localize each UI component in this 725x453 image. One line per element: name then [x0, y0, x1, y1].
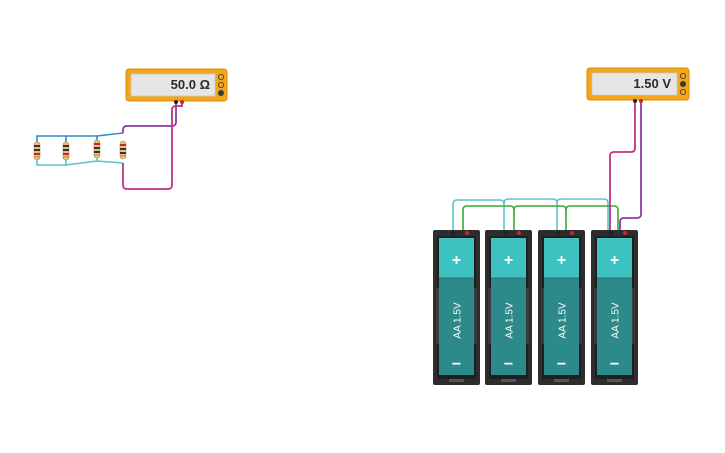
resistor[interactable] — [119, 140, 127, 160]
meter-reading: 1.50 V — [633, 76, 671, 91]
battery-plus-sign: + — [504, 252, 513, 269]
battery-minus-sign: − — [504, 356, 513, 373]
battery-plus-sign: + — [557, 252, 566, 269]
probe-terminal[interactable] — [639, 99, 643, 103]
wire-teal[interactable] — [452, 199, 505, 232]
battery-label: AA 1.5V — [558, 302, 569, 338]
battery-minus-sign: − — [557, 356, 566, 373]
mode-dial-icon[interactable] — [680, 81, 687, 88]
battery-pack[interactable]: + AA 1.5V − + AA 1.5V − + AA 1.5V − — [433, 230, 638, 385]
wire-probe-magenta-left[interactable] — [122, 103, 183, 190]
probe-terminal[interactable] — [174, 100, 178, 104]
wire-probe-magenta-right[interactable] — [609, 103, 636, 232]
resistor[interactable] — [93, 139, 101, 159]
battery-label: AA 1.5V — [453, 302, 464, 338]
battery-holder[interactable]: + AA 1.5V − — [538, 230, 585, 385]
wire-bottom-rail[interactable] — [36, 160, 98, 166]
wire-teal[interactable] — [503, 198, 558, 232]
mode-dial-icon[interactable] — [217, 74, 224, 81]
mode-dial-icon[interactable] — [217, 82, 224, 89]
battery-holder[interactable]: + AA 1.5V − — [485, 230, 532, 385]
battery-plus-sign: + — [452, 252, 461, 269]
battery-label: AA 1.5V — [505, 302, 516, 338]
battery-holder[interactable]: + AA 1.5V − — [591, 230, 638, 385]
battery-minus-sign: − — [610, 356, 619, 373]
meter-screen — [591, 72, 678, 96]
wire-green[interactable] — [462, 205, 515, 232]
wire-green[interactable] — [565, 205, 619, 232]
wire-top-rail[interactable] — [36, 132, 124, 142]
wire-green[interactable] — [513, 205, 567, 232]
probe-terminal[interactable] — [180, 100, 184, 104]
resistor[interactable] — [33, 141, 41, 161]
wire-probe-purple-left[interactable] — [122, 103, 177, 133]
wire-teal[interactable] — [556, 198, 609, 232]
resistor-bank[interactable] — [33, 132, 127, 166]
mode-dial-icon[interactable] — [680, 73, 687, 80]
mode-dial-icon[interactable] — [680, 89, 687, 96]
wire-bottom-stub[interactable] — [96, 158, 124, 164]
probe-terminal[interactable] — [633, 99, 637, 103]
mode-dial-icon[interactable] — [217, 90, 224, 97]
resistor[interactable] — [62, 141, 70, 161]
battery-plus-sign: + — [610, 252, 619, 269]
meter-reading: 50.0 Ω — [171, 77, 210, 92]
meter-screen — [130, 73, 216, 97]
battery-label: AA 1.5V — [611, 302, 622, 338]
multimeter-right[interactable]: 1.50 V — [586, 67, 690, 103]
battery-minus-sign: − — [452, 356, 461, 373]
battery-holder[interactable]: + AA 1.5V − — [433, 230, 480, 385]
wire-probe-purple-right[interactable] — [619, 103, 642, 232]
multimeter-left[interactable]: 50.0 Ω — [125, 68, 228, 104]
battery-wires[interactable] — [452, 103, 642, 232]
